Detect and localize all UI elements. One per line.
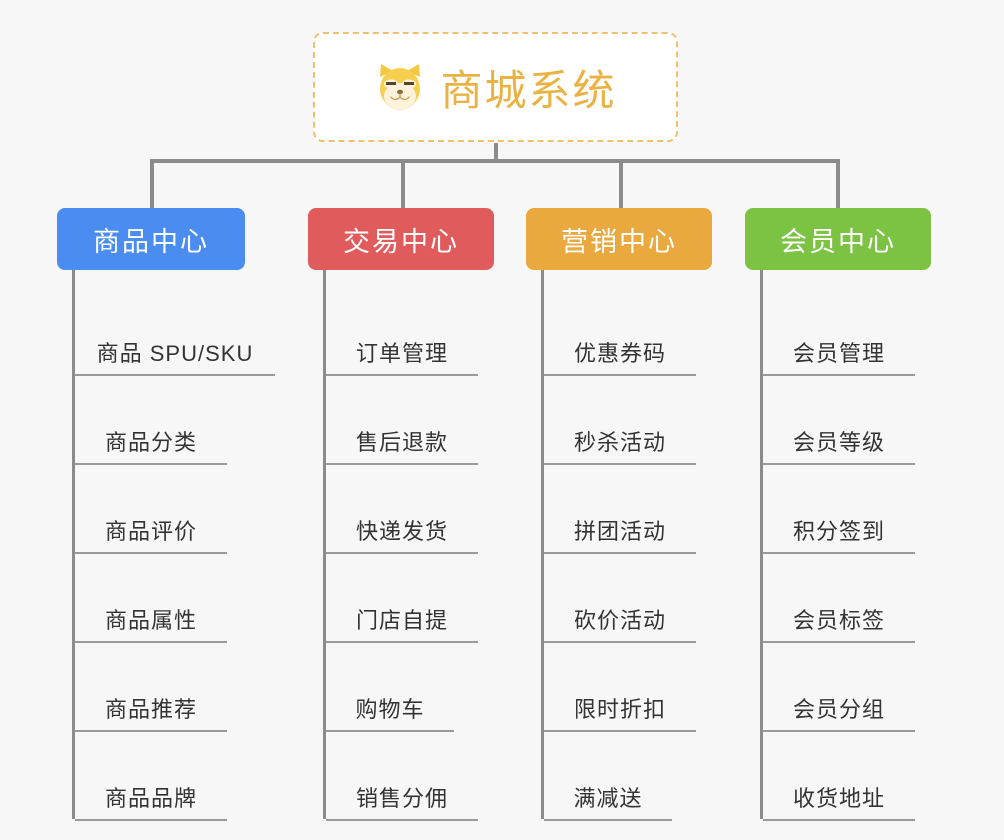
category-label: 商品中心 [93, 226, 209, 257]
column-stem-member-center [760, 270, 763, 819]
leaf-item[interactable]: 售后退款 [326, 376, 478, 465]
leaf-item[interactable]: 砍价活动 [544, 554, 696, 643]
leaf-label: 优惠券码 [573, 341, 666, 366]
leaf-item[interactable]: 门店自提 [326, 554, 478, 643]
leaf-label: 商品属性 [104, 608, 197, 633]
leaf-item[interactable]: 购物车 [326, 643, 454, 732]
leaf-label: 快递发货 [355, 519, 448, 544]
leaf-label: 收货地址 [792, 786, 885, 811]
leaf-item[interactable]: 商品评价 [75, 465, 227, 554]
leaf-item[interactable]: 订单管理 [326, 287, 478, 376]
leaf-item[interactable]: 会员分组 [763, 643, 915, 732]
category-box-marketing-center[interactable]: 营销中心 [526, 208, 712, 270]
dog-face-icon [374, 61, 426, 113]
leaf-label: 售后退款 [355, 430, 448, 455]
leaf-label: 购物车 [355, 697, 425, 722]
leaf-label: 订单管理 [355, 341, 448, 366]
leaf-item[interactable]: 收货地址 [763, 732, 915, 821]
leaf-label: 商品评价 [104, 519, 197, 544]
leaf-label: 商品 SPU/SKU [96, 341, 254, 366]
connector-drop-col-2 [401, 159, 405, 209]
leaf-item[interactable]: 满减送 [544, 732, 672, 821]
leaf-item[interactable]: 秒杀活动 [544, 376, 696, 465]
leaf-label: 拼团活动 [573, 519, 666, 544]
connector-root-drop [494, 143, 498, 161]
leaf-label: 门店自提 [355, 608, 448, 633]
leaf-item[interactable]: 销售分佣 [326, 732, 478, 821]
leaf-label: 会员标签 [792, 608, 885, 633]
leaf-label: 销售分佣 [355, 786, 448, 811]
leaf-label: 砍价活动 [573, 608, 666, 633]
leaf-item[interactable]: 会员等级 [763, 376, 915, 465]
connector-horizontal-bus [150, 159, 840, 163]
column-stem-product-center [72, 270, 75, 819]
leaf-label: 会员管理 [792, 341, 885, 366]
leaf-item[interactable]: 会员标签 [763, 554, 915, 643]
root-node[interactable]: 商城系统 [313, 32, 678, 142]
category-label: 会员中心 [780, 226, 896, 257]
category-label: 交易中心 [343, 226, 459, 257]
leaf-item[interactable]: 会员管理 [763, 287, 915, 376]
leaf-item[interactable]: 商品 SPU/SKU [75, 287, 275, 376]
column-stem-trade-center [323, 270, 326, 819]
leaf-item[interactable]: 商品品牌 [75, 732, 227, 821]
leaf-item[interactable]: 优惠券码 [544, 287, 696, 376]
category-label: 营销中心 [561, 226, 677, 257]
root-title: 商城系统 [440, 66, 617, 114]
leaf-label: 积分签到 [792, 519, 885, 544]
leaf-item[interactable]: 商品分类 [75, 376, 227, 465]
leaf-item[interactable]: 商品属性 [75, 554, 227, 643]
leaf-item[interactable]: 积分签到 [763, 465, 915, 554]
leaf-item[interactable]: 限时折扣 [544, 643, 696, 732]
connector-drop-col-3 [619, 159, 623, 209]
leaf-item[interactable]: 快递发货 [326, 465, 478, 554]
leaf-label: 限时折扣 [573, 697, 666, 722]
connector-drop-col-4 [836, 159, 840, 209]
column-stem-marketing-center [541, 270, 544, 819]
leaf-item[interactable]: 商品推荐 [75, 643, 227, 732]
category-box-trade-center[interactable]: 交易中心 [308, 208, 494, 270]
connector-drop-col-1 [150, 159, 154, 209]
category-box-member-center[interactable]: 会员中心 [745, 208, 931, 270]
leaf-label: 会员等级 [792, 430, 885, 455]
leaf-label: 商品推荐 [104, 697, 197, 722]
leaf-label: 满减送 [573, 786, 643, 811]
leaf-label: 商品品牌 [104, 786, 197, 811]
leaf-label: 商品分类 [104, 430, 197, 455]
leaf-label: 会员分组 [792, 697, 885, 722]
category-box-product-center[interactable]: 商品中心 [57, 208, 245, 270]
leaf-item[interactable]: 拼团活动 [544, 465, 696, 554]
leaf-label: 秒杀活动 [573, 430, 666, 455]
